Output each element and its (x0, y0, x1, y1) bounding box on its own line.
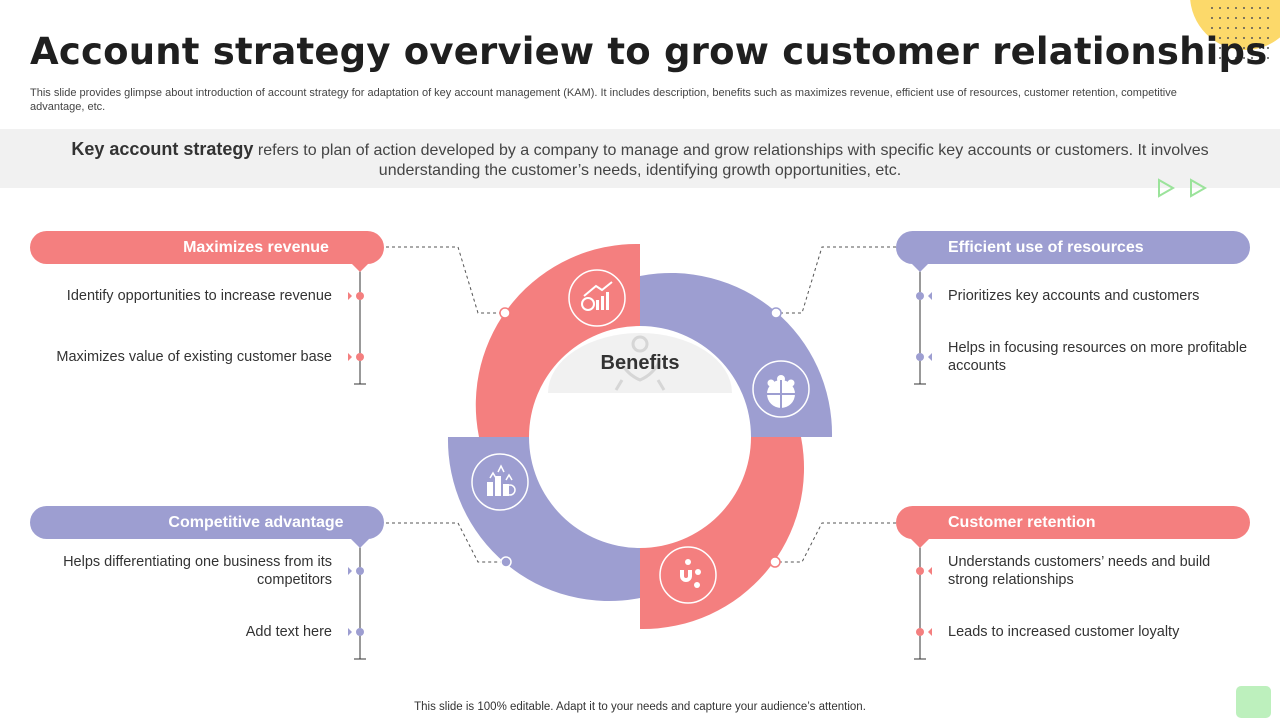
connector-top-right (776, 246, 896, 314)
connector-dot-top-left (499, 307, 511, 319)
connector-top-left (386, 246, 505, 314)
pill-maximizes-revenue: Maximizes revenue (30, 231, 384, 264)
list-item: Helps differentiating one business from … (63, 554, 332, 588)
connector-dot-bottom-right (769, 556, 781, 568)
pill-customer-retention: Customer retention (896, 506, 1250, 539)
list-item: Understands customers’ needs and build s… (948, 554, 1211, 588)
list-item: Maximizes value of existing customer bas… (56, 349, 332, 365)
definition-band (0, 129, 1280, 188)
connector-bottom-right (775, 522, 896, 563)
play-arrows-icon (1158, 178, 1208, 198)
bullets (348, 292, 932, 636)
list-item: Identify opportunities to increase reven… (66, 288, 332, 304)
list-item: Helps in focusing resources on more prof… (948, 340, 1248, 374)
center-cap (548, 333, 732, 393)
connector-dot-bottom-left (500, 556, 512, 568)
connector-dot-top-right (770, 307, 782, 319)
ring-segment-bottom-right (640, 437, 805, 630)
pill-tail-bottom-right (910, 538, 930, 548)
footer-note: This slide is 100% editable. Adapt it to… (414, 701, 866, 713)
connectors (386, 246, 896, 563)
center-label: Benefits (600, 352, 680, 374)
ring-segment-bottom-left (447, 437, 640, 602)
page-subtitle: This slide provides glimpse about introd… (30, 87, 1177, 113)
pill-competitive-advantage: Competitive advantage (30, 506, 384, 539)
pill-tail-bottom-left (350, 538, 370, 548)
pill-tail-top-left (350, 262, 370, 272)
page-title: Account strategy overview to grow custom… (30, 30, 1268, 73)
hands-heart-icon (614, 335, 666, 391)
pill-tail-top-right (910, 262, 930, 272)
growth-arrows-icon (471, 453, 529, 511)
item-rails (354, 264, 926, 660)
team-globe-icon (752, 360, 810, 418)
connector-bottom-left (386, 522, 506, 563)
list-item: Add text here (245, 624, 332, 640)
list-item: Prioritizes key accounts and customers (948, 288, 1200, 304)
list-item: Leads to increased customer loyalty (948, 624, 1180, 640)
definition-lead: Key account strategy (71, 139, 254, 159)
revenue-chart-icon (568, 269, 626, 327)
definition-body: refers to plan of action developed by a … (253, 142, 1209, 179)
corner-green-badge (1236, 686, 1271, 718)
pill-efficient-use-of-resources: Efficient use of resources (896, 231, 1250, 264)
definition-text: Key account strategy refers to plan of a… (60, 139, 1220, 181)
magnet-customers-icon (659, 546, 717, 604)
